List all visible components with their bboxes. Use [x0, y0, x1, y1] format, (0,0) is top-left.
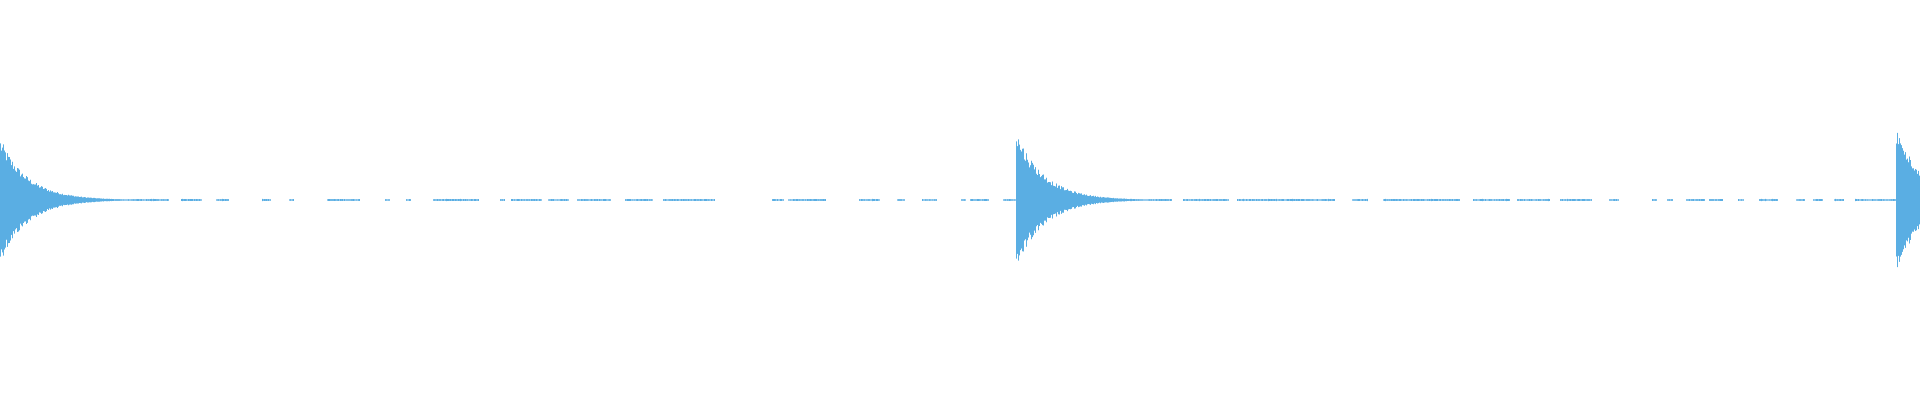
waveform-trace — [0, 132, 1920, 268]
waveform-path — [0, 132, 1920, 268]
